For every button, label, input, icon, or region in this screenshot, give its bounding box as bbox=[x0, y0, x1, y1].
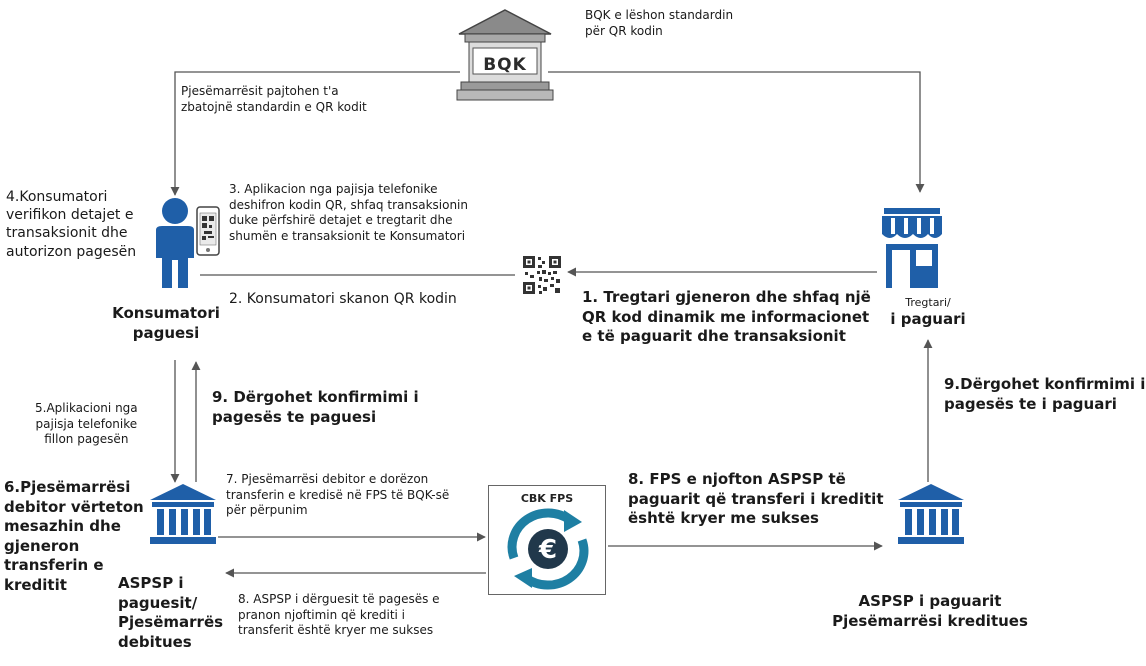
cbk-fps-title: CBK FPS bbox=[520, 492, 574, 505]
euro-exchange-icon bbox=[507, 508, 589, 590]
person-icon bbox=[156, 198, 194, 288]
label-step6: 6.Pjesëmarrësi debitor vërteton mesazhin… bbox=[4, 478, 144, 594]
store-icon bbox=[882, 208, 942, 288]
label-merchant-small: Tregtari/ bbox=[905, 296, 951, 309]
qr-code-icon bbox=[522, 255, 562, 295]
arrow-bqk-to-consumer bbox=[170, 71, 460, 196]
smartphone-icon bbox=[196, 206, 220, 256]
label-step5: 5.Aplikacioni nga pajisja telefonike fil… bbox=[35, 401, 138, 447]
label-aspsp-payee: ASPSP i paguarit Pjesëmarrësi kreditues bbox=[832, 592, 1028, 630]
label-step4: 4.Konsumatori verifikon detajet e transa… bbox=[6, 189, 137, 260]
label-step2: 2. Konsumatori skanon QR kodin bbox=[229, 291, 457, 307]
label-step8-fps: 8. FPS e njofton ASPSP të paguarit që tr… bbox=[628, 470, 884, 527]
label-step9-payee: 9.Dërgohet konfirmimi i pagesës te i pag… bbox=[944, 375, 1146, 413]
bank-icon bbox=[150, 484, 216, 544]
bank-icon bbox=[898, 484, 964, 544]
label-step3: 3. Aplikacion nga pajisja telefonike des… bbox=[229, 182, 468, 243]
bank-building-icon bbox=[456, 9, 554, 101]
label-step1: 1. Tregtari gjeneron dhe shfaq një QR ko… bbox=[582, 288, 871, 345]
label-consumer: Konsumatori paguesi bbox=[112, 304, 220, 342]
label-aspsp-payer: ASPSP i paguesit/ Pjesëmarrës debitues bbox=[118, 574, 224, 651]
label-bqk-issues-standard: BQK e lëshon standardin për QR kodin bbox=[585, 8, 734, 38]
euro-symbol: € bbox=[538, 535, 558, 565]
cbk-fps-box: CBK FPS € bbox=[488, 485, 606, 595]
label-step7: 7. Pjesëmarrësi debitor e dorëzon transf… bbox=[226, 472, 450, 518]
label-merchant: i paguari bbox=[890, 310, 966, 328]
label-step8-aspsp: 8. ASPSP i dërguesit të pagesës e pranon… bbox=[238, 592, 440, 638]
bqk-logo-text: BQK bbox=[483, 55, 527, 75]
arrow-bqk-to-merchant bbox=[548, 71, 925, 193]
label-step9-payer: 9. Dërgohet konfirmimi i pagesës te pagu… bbox=[212, 388, 419, 426]
label-participants-agree: Pjesëmarrësit pajtohen t'a zbatojnë stan… bbox=[181, 84, 367, 114]
